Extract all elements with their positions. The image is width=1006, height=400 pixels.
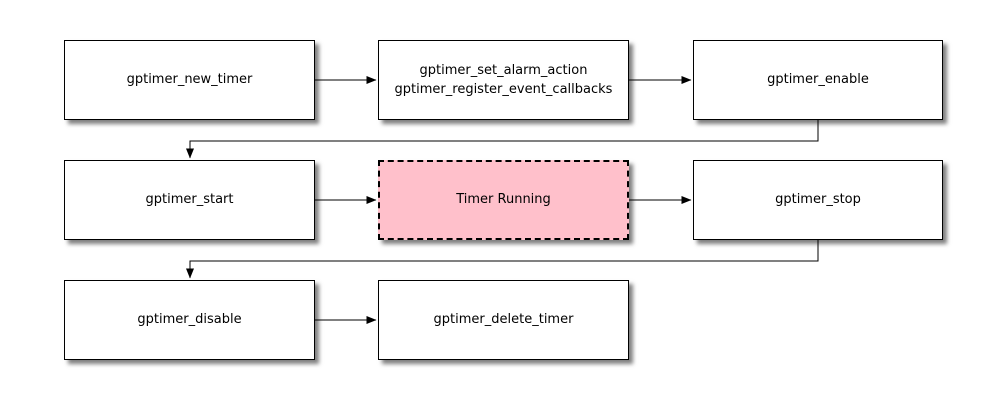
connector-stop-to-disable bbox=[186, 240, 819, 279]
node-gptimer-disable-label: gptimer_disable bbox=[137, 312, 242, 328]
node-timer-running: Timer Running bbox=[378, 160, 629, 240]
node-gptimer-start: gptimer_start bbox=[64, 160, 315, 240]
node-gptimer-stop: gptimer_stop bbox=[693, 160, 943, 240]
node-gptimer-enable: gptimer_enable bbox=[693, 40, 943, 120]
node-gptimer-start-label: gptimer_start bbox=[145, 192, 234, 208]
node-gptimer-delete-timer-label: gptimer_delete_timer bbox=[433, 312, 574, 328]
node-gptimer-new-timer-label: gptimer_new_timer bbox=[126, 72, 253, 88]
node-gptimer-enable-label: gptimer_enable bbox=[767, 72, 869, 88]
node-gptimer-set-alarm-action: gptimer_set_alarm_action gptimer_registe… bbox=[378, 40, 629, 120]
node-timer-running-label: Timer Running bbox=[456, 192, 551, 208]
connector-enable-to-start bbox=[186, 120, 819, 159]
node-gptimer-stop-label: gptimer_stop bbox=[775, 192, 861, 208]
node-gptimer-set-alarm-action-label: gptimer_set_alarm_action gptimer_registe… bbox=[394, 62, 613, 98]
node-gptimer-disable: gptimer_disable bbox=[64, 280, 315, 360]
node-gptimer-delete-timer: gptimer_delete_timer bbox=[378, 280, 629, 360]
node-gptimer-new-timer: gptimer_new_timer bbox=[64, 40, 315, 120]
